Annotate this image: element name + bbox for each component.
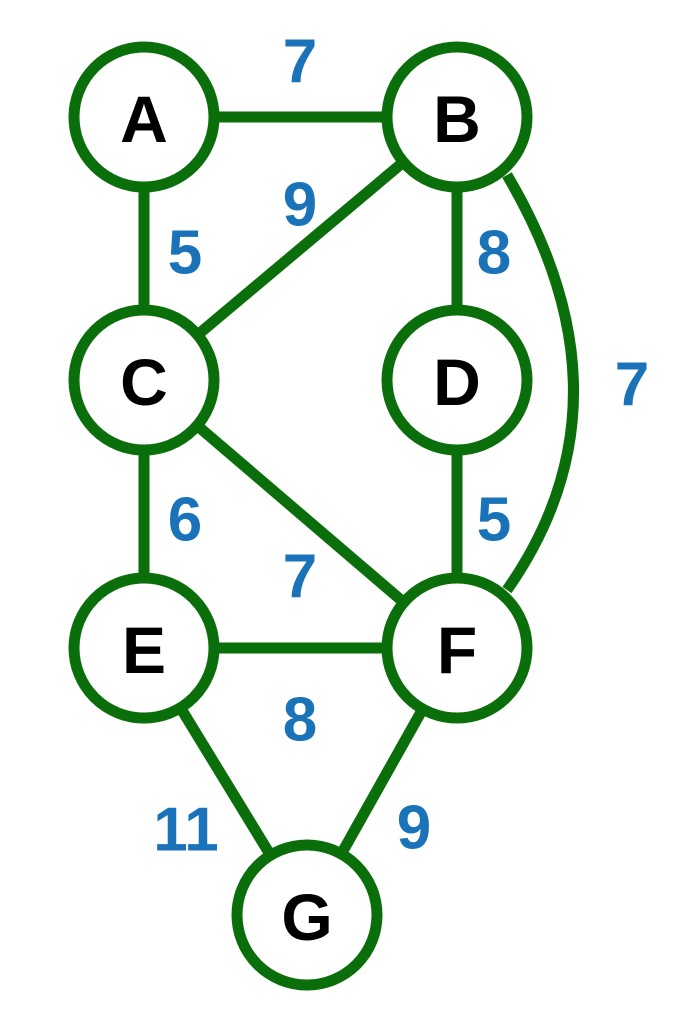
node-d: D — [381, 304, 533, 456]
node-label-b: B — [433, 82, 481, 156]
edge-weight-e-f: 8 — [283, 686, 317, 755]
nodes-layer: A B C D E F G — [68, 41, 533, 991]
node-circle-c — [68, 304, 220, 456]
node-e: E — [68, 572, 220, 724]
edge-weight-b-d: 8 — [477, 219, 511, 288]
node-circle-e — [68, 572, 220, 724]
edge-e-g — [175, 704, 276, 859]
node-circle-f — [381, 572, 533, 724]
edge-c-f — [193, 421, 408, 607]
edge-b-f — [502, 172, 579, 594]
edge-weight-d-f: 5 — [477, 486, 511, 555]
node-label-e: E — [122, 613, 166, 687]
node-label-g: G — [281, 880, 332, 954]
edge-weight-a-b: 7 — [283, 28, 317, 97]
node-g: G — [231, 839, 383, 991]
node-c: C — [68, 304, 220, 456]
edge-weight-f-g: 9 — [397, 794, 431, 863]
edge-weight-c-f: 7 — [283, 543, 317, 612]
edge-weight-c-e: 6 — [168, 486, 202, 555]
edge-weight-a-c: 5 — [168, 219, 202, 288]
node-label-f: F — [437, 613, 477, 687]
edges-layer — [138, 111, 579, 859]
node-label-d: D — [433, 345, 481, 419]
node-label-c: C — [120, 345, 168, 419]
weights-layer: 7 5 9 8 7 6 7 5 8 11 9 — [153, 28, 649, 865]
node-circle-d — [381, 304, 533, 456]
node-f: F — [381, 572, 533, 724]
edge-b-c — [194, 157, 407, 340]
node-circle-a — [68, 41, 220, 193]
node-circle-b — [381, 41, 533, 193]
node-a: A — [68, 41, 220, 193]
node-label-a: A — [120, 82, 168, 156]
edge-weight-b-f: 7 — [615, 351, 649, 420]
node-b: B — [381, 41, 533, 193]
edge-weight-b-c: 9 — [283, 171, 317, 240]
node-circle-g — [231, 839, 383, 991]
edge-f-g — [336, 706, 428, 857]
edge-weight-e-g: 11 — [153, 796, 219, 865]
